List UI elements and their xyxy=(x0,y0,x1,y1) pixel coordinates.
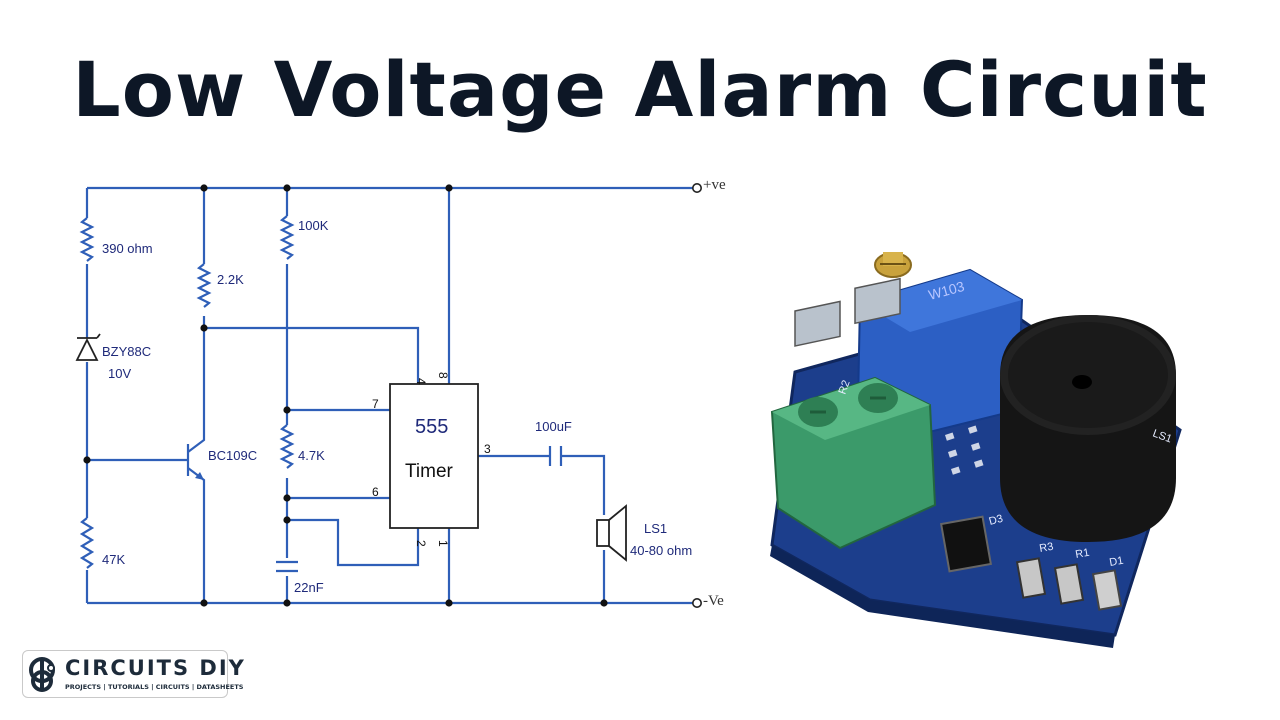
terminal-block xyxy=(770,277,937,550)
negative-terminal xyxy=(691,597,702,608)
positive-terminal xyxy=(691,183,702,194)
r1-label: 390 ohm xyxy=(102,241,153,256)
zener-voltage-label: 10V xyxy=(108,366,131,381)
resistor-2-2k-symbol xyxy=(196,263,212,308)
r2-label: 2.2K xyxy=(217,272,244,287)
pin-6-number: 6 xyxy=(372,485,379,499)
junction-dots xyxy=(83,184,608,607)
r4-label: 4.7K xyxy=(298,448,325,463)
logo-brand: CIRCUITS DIY xyxy=(65,656,246,680)
pcb-edge xyxy=(770,545,1115,648)
pin-1-number: 1 xyxy=(436,540,450,547)
circuits-diy-logo-icon xyxy=(29,657,55,692)
circuit-schematic: +ve -Ve 390 ohm BZY88C 10V 2.2K 100K 4.7… xyxy=(75,177,726,609)
capacitor-100uf-symbol xyxy=(548,446,563,466)
speaker-ls1-symbol xyxy=(596,504,627,562)
pin-7-number: 7 xyxy=(372,397,379,411)
buzzer xyxy=(1000,315,1176,542)
r5-label: 47K xyxy=(102,552,125,567)
timer-ic-label: Timer xyxy=(405,461,454,482)
capacitor-out-label: 100uF xyxy=(535,419,572,434)
timer-555-ic xyxy=(389,383,479,529)
pin-4-number: 4 xyxy=(414,378,428,385)
silk-r2: R2 xyxy=(837,379,853,396)
logo-tagline: PROJECTS | TUTORIALS | CIRCUITS | DATASH… xyxy=(65,683,244,691)
silk-d3: D3 xyxy=(988,513,1005,528)
resistor-100k-symbol xyxy=(279,215,295,260)
speaker-impedance-label: 40-80 ohm xyxy=(630,543,692,558)
silk-d1: D1 xyxy=(1108,555,1124,569)
resistor-4-7k-symbol xyxy=(279,424,295,469)
positive-terminal-label: +ve xyxy=(703,177,726,193)
transistor-emitter-arrow xyxy=(195,472,204,480)
transistor-label: BC109C xyxy=(208,448,257,463)
smd-components xyxy=(939,515,1123,611)
silk-r1: R1 xyxy=(1074,547,1090,561)
page-title: Low Voltage Alarm Circuit xyxy=(72,45,1208,134)
header-pins xyxy=(945,425,984,475)
output-wire xyxy=(478,454,606,603)
negative-terminal-label: -Ve xyxy=(703,593,724,609)
pin-3-number: 3 xyxy=(484,442,491,456)
resistor-47k-symbol xyxy=(79,517,95,569)
capacitor-22nf-symbol xyxy=(276,560,298,573)
zener-bzy88c-symbol xyxy=(75,333,101,361)
pin4-wire xyxy=(204,326,420,384)
resistor-390-symbol xyxy=(79,217,95,262)
circuits-diy-logo: CIRCUITS DIY PROJECTS | TUTORIALS | CIRC… xyxy=(22,650,244,698)
pin-8-number: 8 xyxy=(436,372,450,379)
zener-part-label: BZY88C xyxy=(102,344,151,359)
speaker-label: LS1 xyxy=(644,521,667,536)
pin-2-number: 2 xyxy=(414,540,428,547)
capacitor-timing-label: 22nF xyxy=(294,580,324,595)
r3-label: 100K xyxy=(298,218,329,233)
silk-r3: R3 xyxy=(1038,541,1054,555)
pin2-wire xyxy=(287,518,420,567)
timer-ic-number: 555 xyxy=(415,416,448,438)
